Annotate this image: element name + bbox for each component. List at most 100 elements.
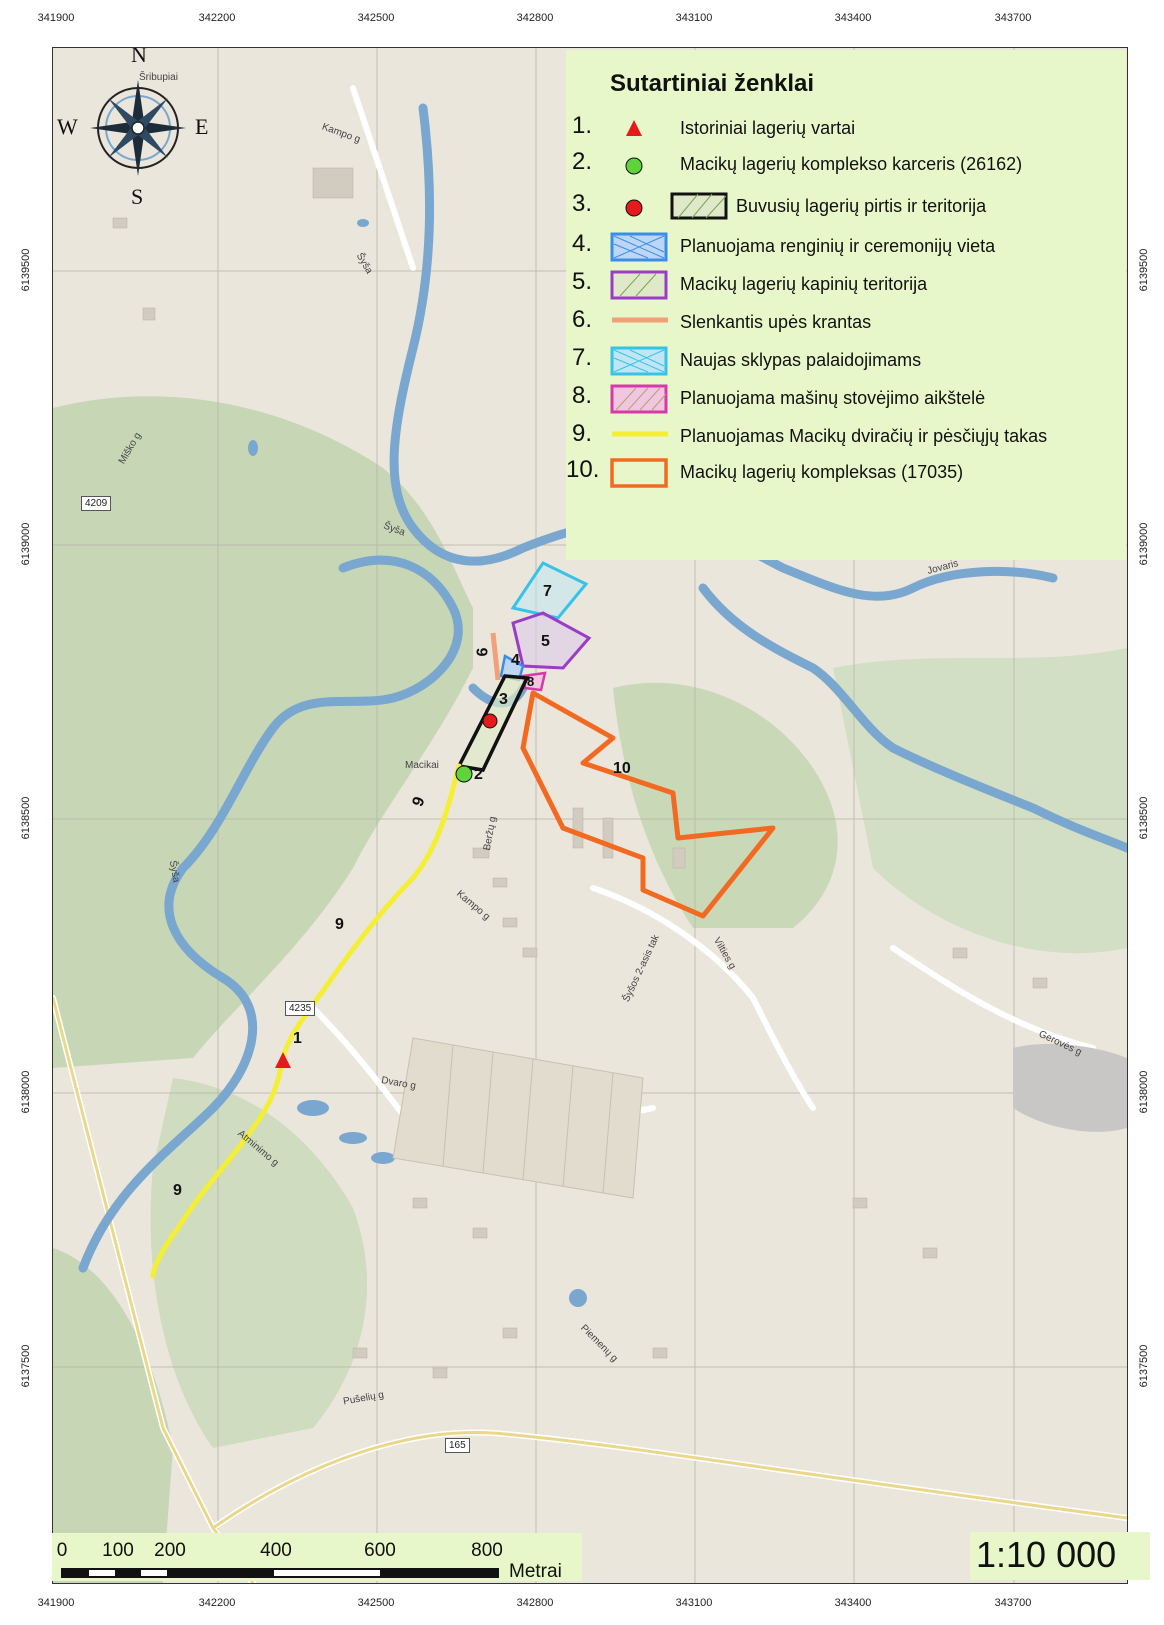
compass-east: E [195, 114, 209, 139]
map-label-9: 9 [173, 1182, 182, 1199]
river-bank-line [490, 632, 501, 681]
legend-item: 4. Planuojama renginių ir ceremonijų vie… [566, 230, 1126, 266]
legend-number: 5. [572, 268, 593, 295]
legend-label: Planuojama renginių ir ceremonijų vieta [680, 236, 996, 256]
legend-item: 2. Macikų lagerių komplekso karceris (26… [566, 148, 1126, 184]
x-tick-bottom: 342500 [357, 1597, 395, 1609]
road-shield-165: 165 [445, 1438, 470, 1453]
legend-number: 3. [572, 190, 593, 217]
compass-rose [90, 80, 186, 176]
scale-bar [61, 1568, 499, 1578]
x-tick-bottom: 341900 [37, 1597, 75, 1609]
map-label-5: 5 [541, 633, 550, 650]
y-tick-left: 6137500 [20, 1344, 32, 1388]
red-triangle-icon [626, 120, 642, 136]
x-tick-top: 342800 [516, 12, 554, 24]
x-tick-bottom: 343700 [994, 1597, 1032, 1609]
legend-label: Planuojama mašinų stovėjimo aikštelė [680, 388, 986, 408]
scale-ratio: 1:10 000 [976, 1534, 1117, 1575]
y-tick-left: 6139000 [20, 522, 32, 566]
y-tick-right: 6139000 [1138, 522, 1150, 566]
legend-item: 9. Planuojamas Macikų dviračių ir pėsčių… [566, 420, 1126, 456]
x-tick-top: 343100 [675, 12, 713, 24]
compass-north: N [131, 47, 147, 67]
scale-label: 600 [364, 1540, 396, 1561]
green-circle-icon [625, 157, 643, 175]
forest-area [833, 648, 1127, 954]
x-tick-bottom: 343400 [834, 1597, 872, 1609]
map-label-4: 4 [511, 652, 520, 669]
scale-label: 200 [154, 1540, 186, 1561]
map-label-3: 3 [499, 691, 508, 708]
forest-area [53, 1248, 173, 1583]
scale-label: 400 [260, 1540, 292, 1561]
x-tick-bottom: 342200 [198, 1597, 236, 1609]
historic-gate-marker [275, 1052, 291, 1068]
legend-title: Sutartiniai ženklai [610, 70, 815, 97]
legend-number: 6. [572, 306, 593, 333]
compass-west: W [57, 114, 78, 139]
compass-south: S [131, 184, 144, 209]
legend-number: 2. [572, 148, 593, 175]
cemetery-area [511, 611, 592, 670]
legend-label: Macikų lagerių kapinių teritorija [680, 274, 928, 294]
purple-hatched-box-icon [610, 270, 668, 300]
road-shield-4235: 4235 [285, 1001, 316, 1016]
road-shield-4209: 4209 [81, 496, 112, 511]
bathhouse-marker [482, 713, 498, 729]
legend-label: Macikų lagerių kompleksas (17035) [680, 462, 964, 482]
scale-label: 0 [56, 1540, 68, 1561]
legend-item: 1. Istoriniai lagerių vartai [566, 112, 1126, 148]
map-label-2: 2 [474, 766, 483, 783]
cyan-crosshatch-box-icon [610, 346, 668, 376]
x-tick-bottom: 343100 [675, 1597, 713, 1609]
map-label-10: 10 [613, 760, 631, 777]
salmon-line-icon [612, 317, 668, 323]
y-tick-right: 6139500 [1138, 248, 1150, 292]
y-tick-left: 6138500 [20, 796, 32, 840]
y-tick-right: 6138500 [1138, 796, 1150, 840]
legend-label: Naujas sklypas palaidojimams [680, 350, 922, 370]
y-tick-left: 6139500 [20, 248, 32, 292]
forest-area [150, 1078, 368, 1448]
x-tick-top: 343700 [994, 12, 1032, 24]
y-tick-left: 6138000 [20, 1070, 32, 1114]
legend-number: 10. [566, 456, 600, 483]
legend-label: Istoriniai lagerių vartai [680, 118, 856, 138]
gray-area [1013, 1043, 1127, 1132]
legend-item: 7. Naujas sklypas palaidojimams [566, 344, 1126, 380]
red-circle-icon [625, 199, 643, 217]
street-label: Macikai [405, 760, 439, 771]
bike-path [150, 763, 462, 1279]
legend-label: Slenkantis upės krantas [680, 312, 872, 332]
map-label-1: 1 [293, 1030, 302, 1047]
scale-unit: Metrai [509, 1561, 562, 1582]
legend-item: 3. Buvusių lagerių pirtis ir teritorija [566, 190, 1126, 226]
scale-ratio-panel: 1:10 000 [970, 1532, 1150, 1580]
legend-label: Planuojamas Macikų dviračių ir pėsčiųjų … [680, 426, 1048, 446]
legend-item: 8. Planuojama mašinų stovėjimo aikštelė [566, 382, 1126, 418]
x-tick-top: 341900 [37, 12, 75, 24]
legend-item: 10. Macikų lagerių kompleksas (17035) [566, 456, 1126, 492]
legend-number: 4. [572, 230, 593, 257]
map-label-7: 7 [543, 583, 552, 600]
x-tick-top: 342200 [198, 12, 236, 24]
legend-item: 5. Macikų lagerių kapinių teritorija [566, 268, 1126, 304]
x-tick-top: 343400 [834, 12, 872, 24]
map-label-6: 6 [474, 647, 492, 657]
x-tick-bottom: 342800 [516, 1597, 554, 1609]
y-tick-right: 6137500 [1138, 1344, 1150, 1388]
legend-number: 9. [572, 420, 593, 447]
street-label: Šribupiai [139, 72, 178, 83]
legend-number: 8. [572, 382, 593, 409]
scale-label: 800 [471, 1540, 503, 1561]
map-label-8: 8 [527, 674, 535, 689]
karceris-marker [455, 765, 473, 783]
legend-label: Macikų lagerių komplekso karceris (26162… [680, 154, 1023, 174]
x-tick-top: 342500 [357, 12, 395, 24]
legend-panel: Sutartiniai ženklai 1. Istoriniai lageri… [566, 50, 1126, 560]
legend-number: 1. [572, 112, 593, 139]
legend-number: 7. [572, 344, 593, 371]
scale-label: 100 [102, 1540, 134, 1561]
legend-label: Buvusių lagerių pirtis ir teritorija [736, 196, 987, 216]
